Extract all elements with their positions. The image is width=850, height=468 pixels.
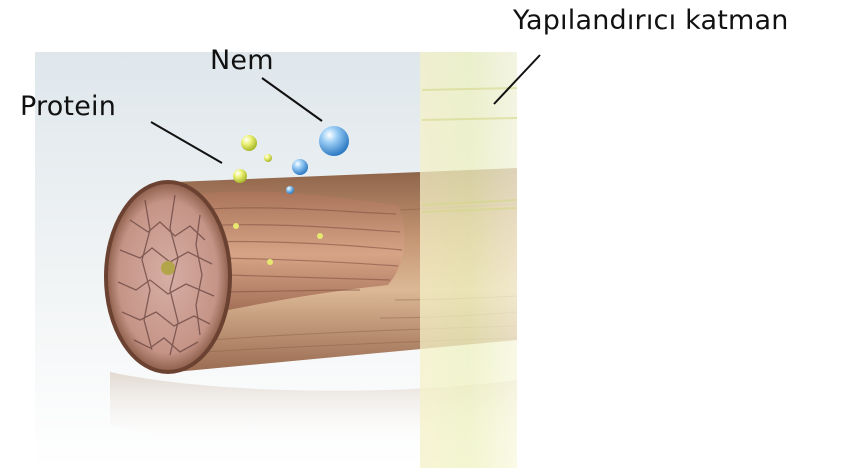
medulla-core [161, 261, 175, 275]
coating-layer [420, 52, 517, 468]
moisture-droplet [292, 159, 308, 175]
protein-particle [241, 135, 257, 151]
moisture-droplet [286, 186, 294, 194]
protein-particle [267, 259, 273, 265]
cross-section [106, 182, 230, 372]
protein-particle [233, 223, 239, 229]
protein-particle [233, 169, 247, 183]
label-protein: Protein [20, 93, 116, 120]
protein-particle [317, 233, 323, 239]
protein-particle [264, 154, 272, 162]
moisture-droplet [319, 126, 349, 156]
label-moisture: Nem [210, 47, 274, 74]
label-coating-layer: Yapılandırıcı katman [513, 7, 789, 34]
